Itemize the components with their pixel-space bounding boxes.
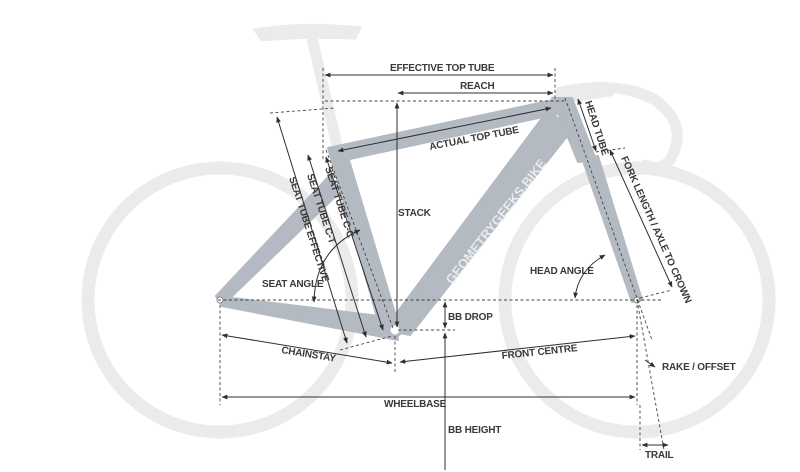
label-rake-offset: RAKE / OFFSET: [662, 362, 736, 373]
label-seat-angle: SEAT ANGLE: [262, 279, 324, 290]
bike-accessories: [252, 23, 683, 174]
label-effective-top-tube: EFFECTIVE TOP TUBE: [390, 63, 495, 74]
label-trail: TRAIL: [645, 450, 674, 461]
saddle: [252, 23, 363, 42]
label-bb-height: BB HEIGHT: [448, 425, 501, 436]
label-bb-drop: BB DROP: [448, 312, 493, 323]
chain-stay: [215, 295, 399, 341]
label-head-angle: HEAD ANGLE: [530, 266, 594, 277]
label-wheelbase: WHEELBASE: [384, 399, 447, 410]
label-stack: STACK: [398, 208, 432, 219]
label-reach: REACH: [460, 81, 495, 92]
label-chainstay: CHAINSTAY: [281, 345, 337, 365]
seatpost: [306, 32, 344, 156]
dimension-lines: [221, 72, 673, 470]
